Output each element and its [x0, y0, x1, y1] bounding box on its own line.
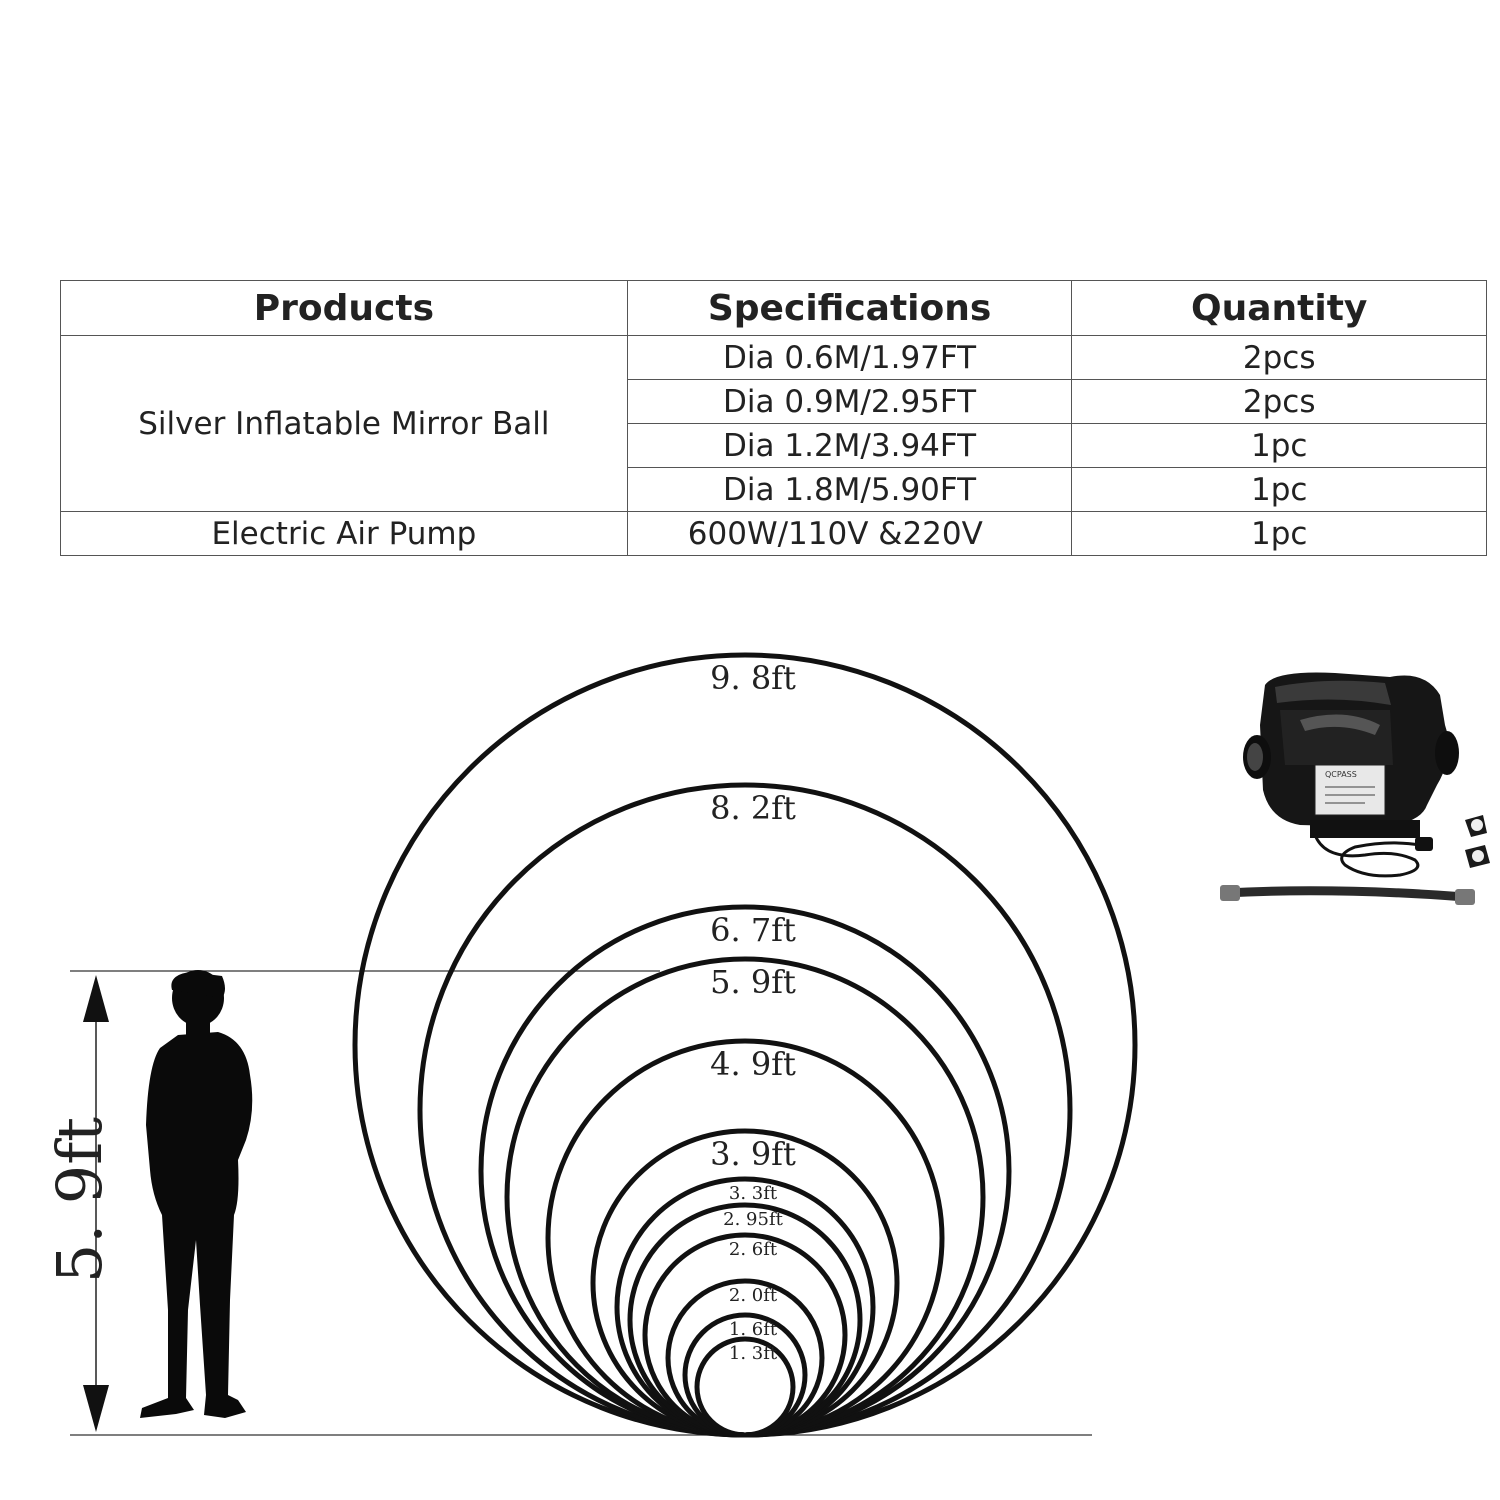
size-circle-2-6ft [642, 1232, 848, 1438]
circle-label: 3. 9ft [710, 1135, 796, 1173]
circle-label: 9. 8ft [710, 659, 796, 697]
size-circle-3-3ft [614, 1176, 876, 1438]
qty-cell: 1pc [1071, 467, 1487, 512]
size-circle-2-95ft [627, 1202, 863, 1438]
height-arrow [83, 975, 109, 1432]
qty-cell: 2pcs [1071, 335, 1487, 380]
size-circle-2-0ft [665, 1278, 825, 1438]
header-quantity: Quantity [1071, 280, 1487, 336]
header-specifications: Specifications [626, 280, 1073, 336]
spec-cell: Dia 1.8M/5.90FT [626, 467, 1073, 512]
size-circle-1-3ft [694, 1336, 796, 1438]
spec-cell: Dia 0.9M/2.95FT [626, 379, 1073, 424]
pump-power-cord [1313, 834, 1421, 878]
qty-cell: 1pc [1071, 511, 1487, 556]
table-row: Dia 0.9M/2.95FT 2pcs [61, 379, 1487, 424]
height-label: 5. 9ft [43, 1117, 116, 1283]
size-circle-5-9ft [504, 956, 986, 1438]
circle-label: 8. 2ft [710, 789, 796, 827]
size-circle-9-8ft [352, 652, 1138, 1438]
table-header-row: Products Specifications Quantity [60, 280, 1487, 336]
table-row: Electric Air Pump 600W/110V &220V 1pc [60, 511, 1487, 556]
product-air-pump: Electric Air Pump [60, 511, 628, 556]
spec-cell: Dia 1.2M/3.94FT [626, 423, 1073, 468]
size-circle-3-9ft [590, 1128, 900, 1438]
qty-cell: 2pcs [1071, 379, 1487, 424]
table-row: Silver Inflatable Mirror Ball Dia 0.6M/1… [60, 335, 1487, 512]
circle-label: 1. 6ft [729, 1319, 778, 1340]
circle-label: 4. 9ft [710, 1045, 796, 1083]
circle-group [352, 652, 1138, 1438]
pump-plug [1415, 837, 1433, 851]
circle-label: 5. 9ft [710, 963, 796, 1001]
pump-nozzles [1465, 815, 1490, 868]
circle-label-group: 9. 8ft 8. 2ft 6. 7ft 5. 9ft 4. 9ft 3. 9ft 3. 3… [710, 659, 796, 1364]
person-silhouette [140, 970, 253, 1418]
circle-label: 2. 0ft [729, 1285, 778, 1306]
spec-cell: Dia 0.6M/1.97FT [626, 335, 1073, 380]
product-mirror-ball: Silver Inflatable Mirror Ball [60, 335, 628, 512]
pump-brand-text: QCPASS [1325, 770, 1357, 779]
size-circle-4-9ft [545, 1038, 945, 1438]
pump-body: QCPASS [1243, 672, 1459, 838]
circle-label: 6. 7ft [710, 911, 796, 949]
spec-cell: 600W/110V &220V [626, 511, 1073, 556]
qty-cell: 1pc [1071, 423, 1487, 468]
circle-label: 3. 3ft [729, 1183, 778, 1204]
size-circle-8-2ft [417, 782, 1073, 1438]
header-products: Products [60, 280, 628, 336]
circle-label: 1. 3ft [729, 1343, 778, 1364]
air-pump-image: QCPASS [1220, 672, 1490, 905]
size-circle-1-6ft [682, 1312, 808, 1438]
pump-hose [1220, 885, 1475, 905]
circle-label: 2. 95ft [723, 1209, 783, 1230]
spec-table: Products Specifications Quantity Silver … [60, 280, 1487, 556]
size-circle-6-7ft [478, 904, 1012, 1438]
circle-label: 2. 6ft [729, 1239, 778, 1260]
